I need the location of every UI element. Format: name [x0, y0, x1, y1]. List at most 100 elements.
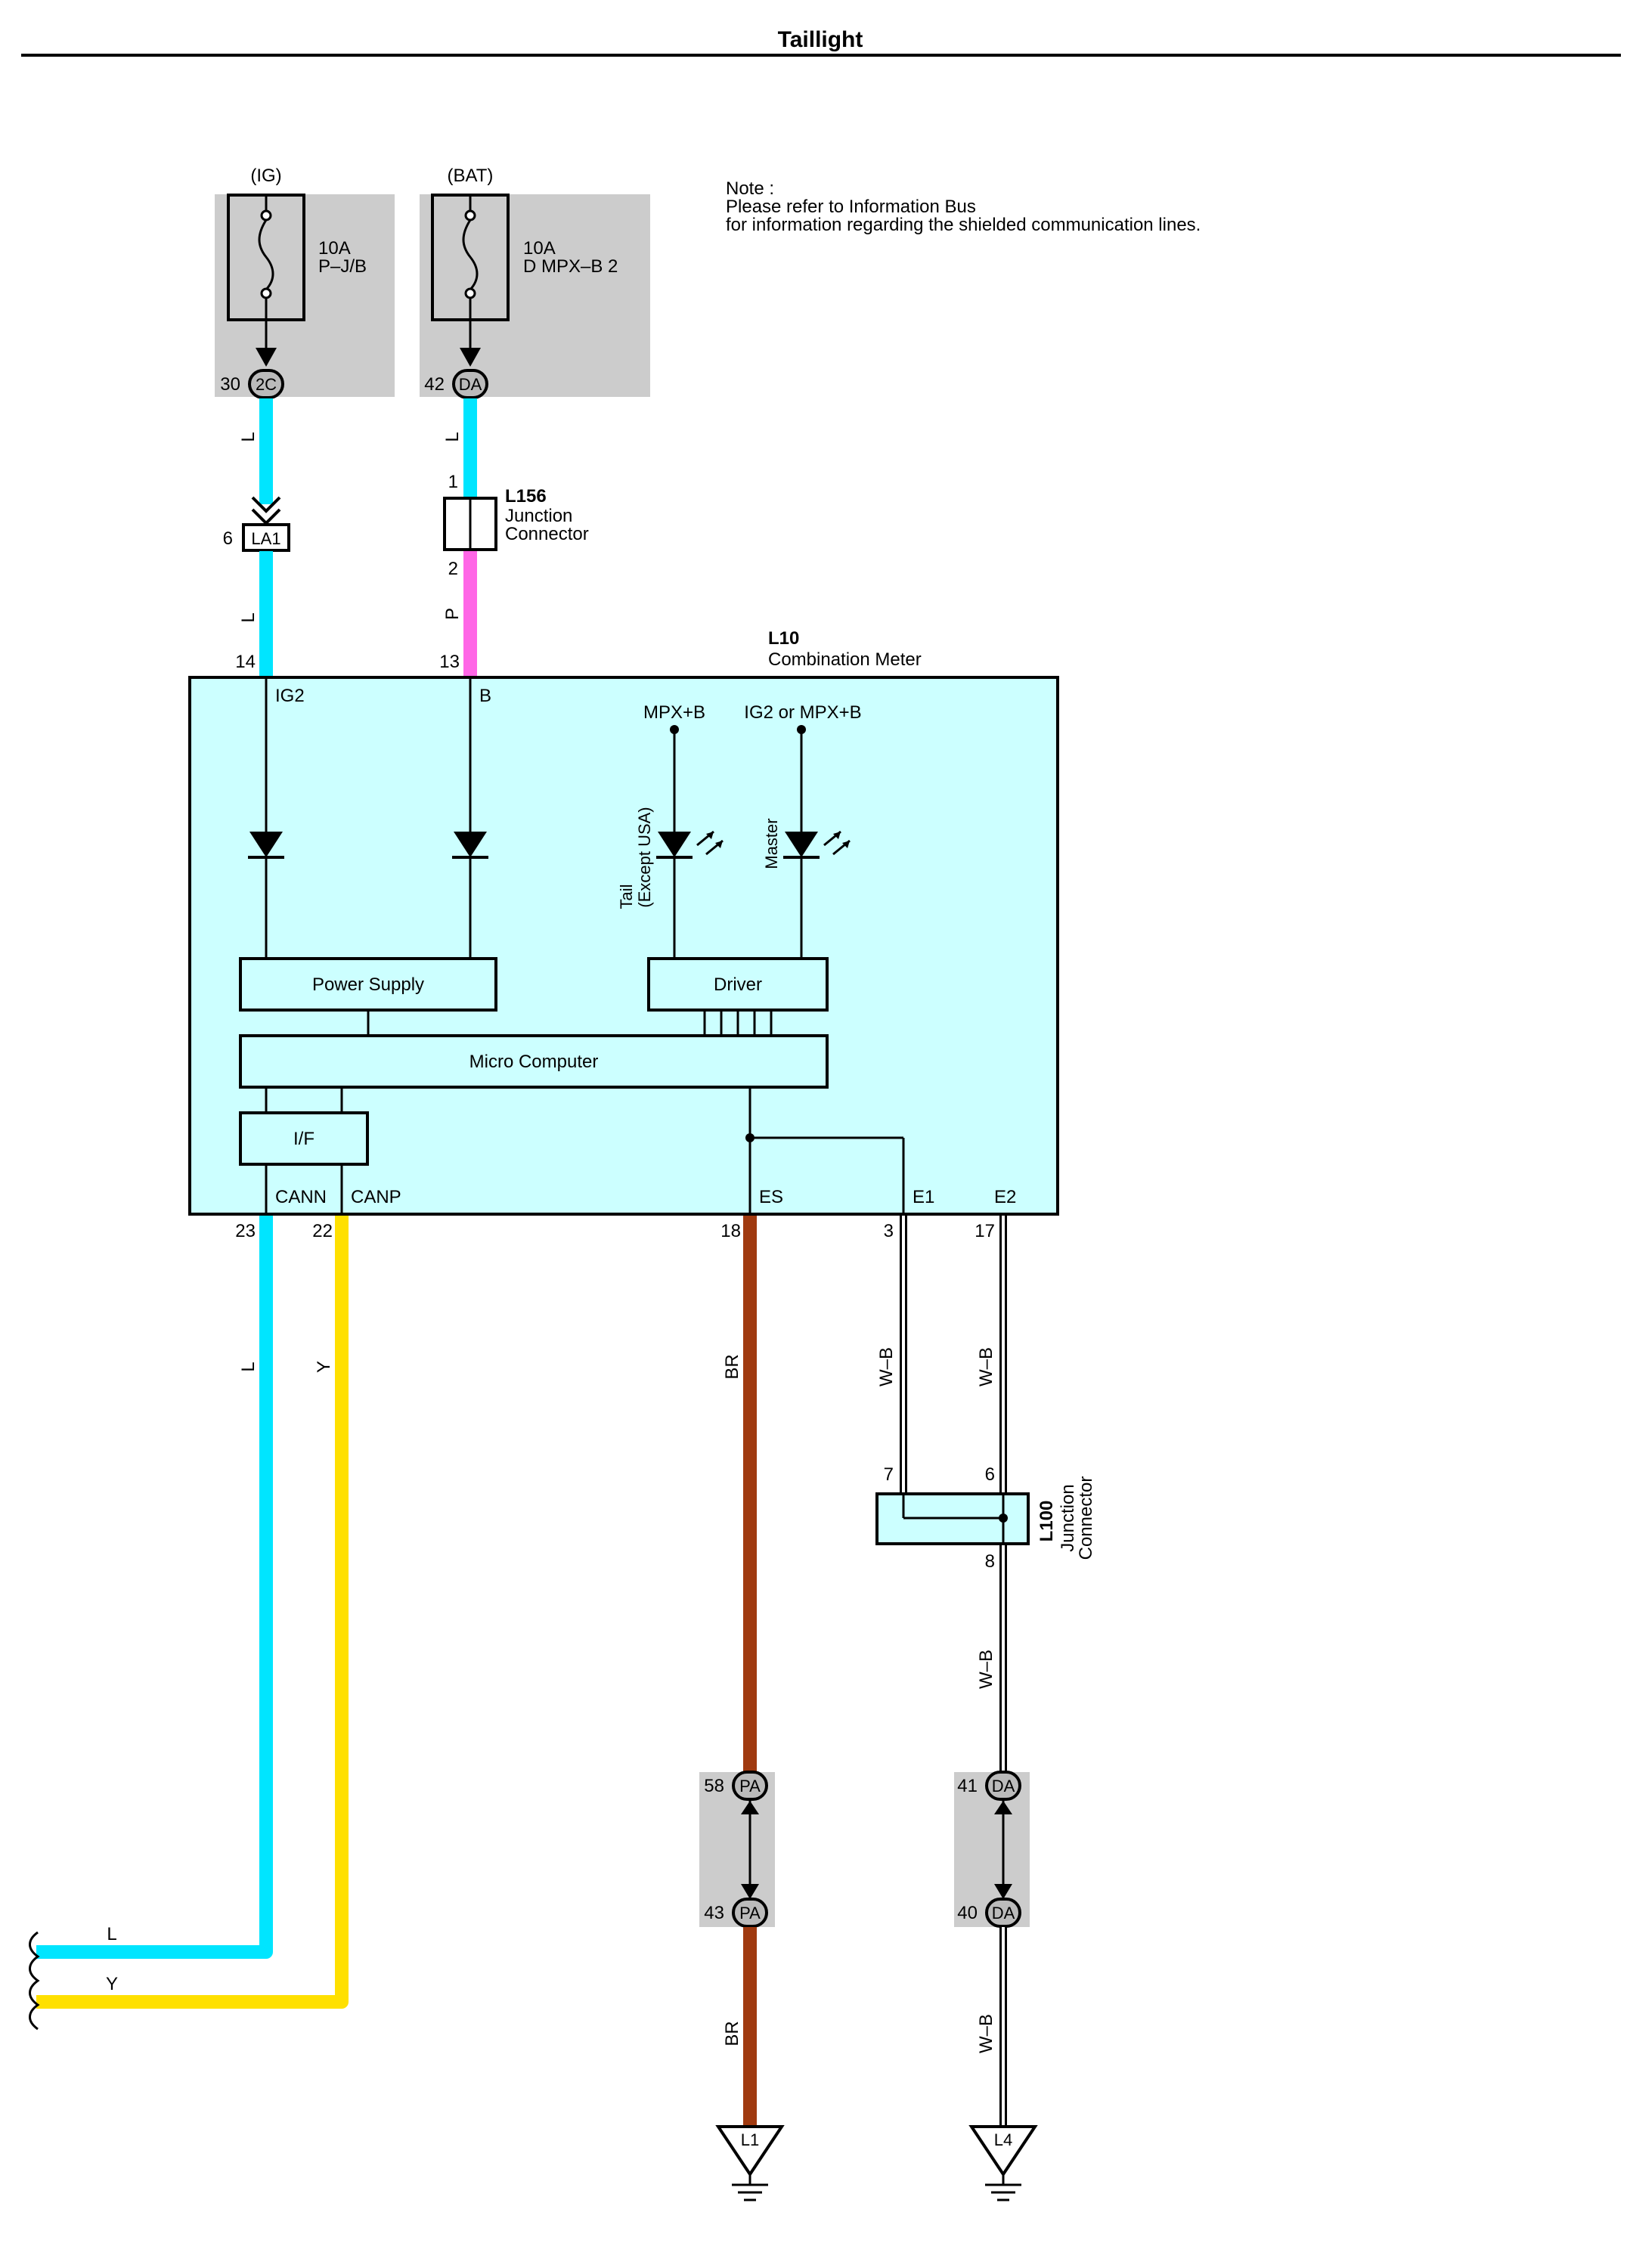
wire-e2-color: W–B — [976, 1347, 996, 1387]
fuse-ig-source: (IG) — [250, 166, 281, 186]
wire-es-br-lower — [743, 1927, 757, 2127]
l100-id: L100 — [1037, 1501, 1057, 1542]
wire-e1-color: W–B — [876, 1347, 897, 1387]
driver-label: Driver — [714, 974, 762, 995]
pin-e2: 17 — [975, 1221, 995, 1241]
connector-da-bottom — [985, 1898, 1021, 1928]
interface-block — [239, 1111, 369, 1166]
diode-icon — [454, 832, 487, 857]
wire-bat-l-color: L — [442, 432, 463, 442]
fuse-bat-rating: 10A — [523, 238, 556, 259]
l100-pin-out: 8 — [985, 1551, 995, 1572]
double-chevron-icon — [251, 496, 281, 513]
fuse-ig-name: P–J/B — [318, 256, 367, 277]
note-line-1: Note : — [726, 178, 774, 199]
fuse-bat-name: D MPX–B 2 — [523, 256, 618, 277]
connector-da-bottom-pin: 40 — [957, 1903, 978, 1923]
connector-da-top-pin: 41 — [957, 1776, 978, 1796]
wire-ground-l4-color: W–B — [976, 2014, 996, 2053]
arrow-down-icon — [256, 348, 277, 367]
diode-icon — [249, 832, 283, 857]
micro-computer-block — [239, 1034, 829, 1089]
note-line-2: Please refer to Information Bus — [726, 197, 976, 217]
connector-la1-label: LA1 — [251, 529, 280, 548]
ig2-or-mpx-b-label: IG2 or MPX+B — [744, 702, 861, 723]
l100-pin-in2: 6 — [985, 1464, 995, 1485]
wire-bat-l — [463, 398, 477, 497]
term-canp: CANP — [351, 1187, 401, 1207]
wire-can-l-color: L — [238, 1362, 259, 1371]
connector-pa-bottom-label: PA — [739, 1904, 761, 1923]
title-rule — [21, 54, 1621, 57]
wire-ig-l-upper — [259, 398, 273, 504]
l156-pin-bottom: 2 — [448, 559, 458, 579]
connector-pa-top-label: PA — [739, 1777, 761, 1796]
connector-2c-label: 2C — [256, 375, 277, 394]
pin-es: 18 — [720, 1221, 741, 1241]
fuse-bat-box — [420, 194, 650, 397]
term-es: ES — [759, 1187, 783, 1207]
l156-line-1: Junction — [505, 506, 572, 526]
connector-2c — [248, 369, 284, 399]
term-cann: CANN — [275, 1187, 327, 1207]
fuse-ig-rating: 10A — [318, 238, 351, 259]
connector-da-bottom-label: DA — [992, 1904, 1015, 1923]
wire-ig-l-color-2: L — [238, 612, 259, 622]
arrow-down-icon — [741, 1884, 759, 1899]
led-master-icon — [785, 832, 818, 857]
connector-da-top-label: DA — [992, 1777, 1015, 1796]
power-supply-block — [239, 957, 497, 1012]
wire-es-br-color-2: BR — [722, 2021, 742, 2046]
wire-can-y-color: Y — [314, 1361, 334, 1373]
term-ig2: IG2 — [275, 686, 305, 706]
l156-pin-top: 1 — [448, 472, 458, 492]
wire-l100-out-color: W–B — [976, 1650, 996, 1689]
connector-la1-pin: 6 — [223, 528, 233, 549]
interface-label: I/F — [293, 1129, 315, 1149]
wire-can-y-end-color: Y — [106, 1974, 118, 1994]
page-title: Taillight — [778, 27, 863, 52]
mpx-b-label: MPX+B — [643, 702, 705, 723]
tail-except-usa-label: (Except USA) — [635, 807, 654, 907]
fuse-bat-source: (BAT) — [448, 166, 494, 186]
l100-line-2: Connector — [1076, 1476, 1096, 1560]
arrow-up-icon — [741, 1801, 759, 1814]
ground-l4-label: L4 — [994, 2130, 1012, 2149]
node-dot — [999, 1514, 1008, 1523]
l156-id: L156 — [505, 486, 547, 507]
ground-l1-icon — [715, 2125, 785, 2177]
micro-computer-label: Micro Computer — [469, 1052, 599, 1072]
wire-bat-p-color: P — [442, 608, 463, 620]
connector-pa-bottom-pin: 43 — [704, 1903, 724, 1923]
wire-can-l-end-color: L — [107, 1924, 116, 1944]
connector-la1 — [242, 523, 290, 552]
arrow-up-icon — [994, 1801, 1012, 1814]
power-supply-label: Power Supply — [312, 974, 424, 995]
wire-bat-p — [463, 551, 477, 676]
l100-line-1: Junction — [1058, 1484, 1078, 1551]
arrow-down-icon — [460, 348, 481, 367]
pin-e1: 3 — [884, 1221, 894, 1241]
l156-line-2: Connector — [505, 524, 589, 544]
l100-pin-in1: 7 — [884, 1464, 894, 1485]
connector-da — [452, 369, 488, 399]
wire-can-l — [36, 1216, 273, 1959]
meter-pin-b: 13 — [439, 652, 460, 672]
pin-cann: 23 — [235, 1221, 256, 1241]
fuse-ig: (IG) 10A P–J/B 2C 30 — [220, 166, 367, 399]
pin-canp: 22 — [312, 1221, 333, 1241]
fuse-bat: (BAT) 10A D MPX–B 2 DA 42 — [424, 166, 618, 399]
wire-break-icon — [29, 1931, 40, 2031]
term-e1: E1 — [913, 1187, 934, 1207]
wire-can-y — [36, 1216, 349, 2009]
fuse-ig-symbol — [258, 219, 274, 291]
arrow-down-icon — [994, 1884, 1012, 1899]
ground-l4-icon — [968, 2125, 1038, 2177]
meter-name: Combination Meter — [768, 649, 922, 670]
connector-2c-pin: 30 — [220, 374, 240, 395]
master-label: Master — [762, 818, 781, 869]
note: Note : Please refer to Information Bus f… — [726, 178, 1201, 235]
note-line-3: for information regarding the shielded c… — [726, 215, 1201, 235]
meter-id: L10 — [768, 628, 799, 649]
tail-label: Tail — [617, 884, 636, 909]
